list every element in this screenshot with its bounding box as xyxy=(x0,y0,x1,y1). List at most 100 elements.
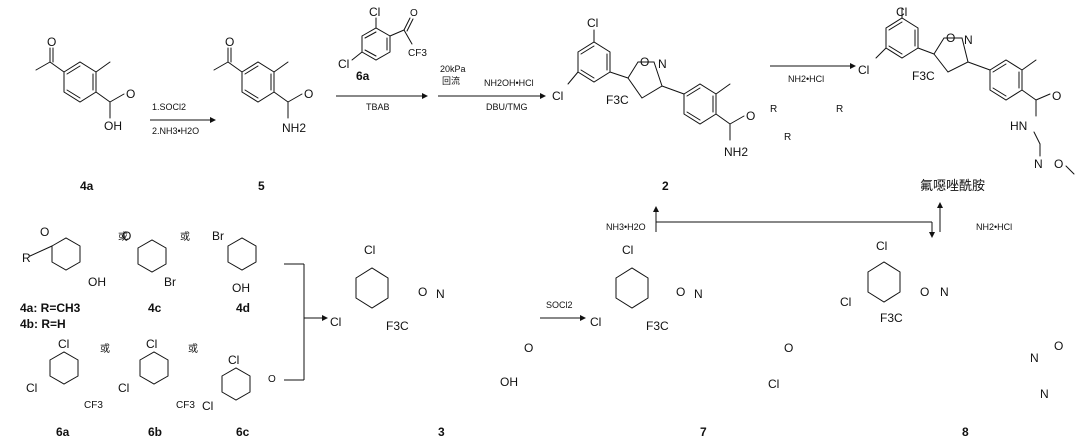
atom-cl: Cl xyxy=(228,353,239,367)
compound-label-8: 8 xyxy=(962,425,969,439)
atom-cl: Cl xyxy=(146,337,157,351)
atom-n: N xyxy=(1040,387,1049,401)
atom-f3c: F3C xyxy=(912,69,935,83)
atom-o: O xyxy=(225,35,234,49)
atom-oh: OH xyxy=(232,281,250,295)
atom-n: N xyxy=(694,287,703,301)
condition-step3-a: 20kPa xyxy=(440,64,466,74)
condition-socl2: SOCl2 xyxy=(546,300,573,310)
atom-o: O xyxy=(40,225,49,239)
atom-o: O xyxy=(268,374,276,385)
atom-o: O xyxy=(920,285,929,299)
atom-cl: Cl xyxy=(58,337,69,351)
atom-cl: Cl xyxy=(622,243,633,257)
atom-cf3: CF3 xyxy=(408,48,427,59)
atom-cl: Cl xyxy=(26,381,37,395)
atom-n: N xyxy=(1030,351,1039,365)
condition-amine-hcl: NH2•HCl xyxy=(976,222,1012,232)
condition-ammonia: NH3•H2O xyxy=(606,222,646,232)
condition-step3-d: DBU/TMG xyxy=(486,102,528,112)
atom-cl: Cl xyxy=(369,5,380,19)
or-label: 或 xyxy=(188,343,198,355)
atom-oh: OH xyxy=(104,119,122,133)
structure-6c: Cl Cl O xyxy=(202,353,276,413)
atom-o: O xyxy=(676,285,685,299)
compound-label-6c: 6c xyxy=(236,425,250,439)
atom-cl: Cl xyxy=(840,295,851,309)
structure-4a: O O OH xyxy=(35,35,135,133)
structure-4d: Br OH xyxy=(212,229,257,295)
atom-r: R xyxy=(836,104,843,115)
condition-step3-c: NH2OH•HCl xyxy=(484,78,534,88)
structure-3: Cl Cl O N F3C OH O xyxy=(330,243,533,389)
arrow-head xyxy=(422,93,428,99)
arrow-head xyxy=(937,202,943,208)
atom-n: N xyxy=(1034,157,1043,171)
structure-6b: Cl Cl CF3 xyxy=(118,337,195,411)
atom-cl: Cl xyxy=(338,57,349,71)
compound-label-4b-def: 4b: R=H xyxy=(20,317,66,331)
atom-cl: Cl xyxy=(768,377,779,391)
compound-label-4d: 4d xyxy=(236,301,250,315)
atom-nh2: NH2 xyxy=(724,145,748,159)
product-name: 氟噁唑酰胺 xyxy=(920,178,985,193)
atom-f3c: F3C xyxy=(386,319,409,333)
atom-o: O xyxy=(1054,157,1063,171)
compound-label-6b: 6b xyxy=(148,425,162,439)
condition-step3-b: 回流 xyxy=(442,75,460,86)
structure-2: Cl Cl O N F3C O NH2 xyxy=(552,16,755,159)
condition-step1-b: 2.NH3•H2O xyxy=(152,126,199,136)
arrow-head xyxy=(929,232,935,238)
atom-n: N xyxy=(964,33,973,47)
structure-6a-reagent: Cl Cl O CF3 xyxy=(338,5,427,71)
compound-label-6a-top: 6a xyxy=(356,69,370,83)
atom-f3c: F3C xyxy=(646,319,669,333)
atom-oh: OH xyxy=(88,275,106,289)
atom-cl: Cl xyxy=(587,16,598,30)
atom-cl: Cl xyxy=(552,89,563,103)
atom-hn: HN xyxy=(1010,119,1027,133)
atom-o: O xyxy=(1054,339,1063,353)
compound-label-4c: 4c xyxy=(148,301,162,315)
structure-8: Cl Cl O N F3C O N N xyxy=(840,239,1063,401)
compound-label-5: 5 xyxy=(258,179,265,193)
or-label: 或 xyxy=(118,231,128,243)
atom-n: N xyxy=(436,287,445,301)
atom-o: O xyxy=(1052,89,1061,103)
atom-o: O xyxy=(122,229,131,243)
atom-o: O xyxy=(304,87,313,101)
atom-f3c: F3C xyxy=(606,93,629,107)
atom-cl: Cl xyxy=(876,239,887,253)
condition-step4-a: NH2•HCl xyxy=(788,74,824,84)
condition-step2: TBAB xyxy=(366,102,390,112)
compound-label-4a: 4a xyxy=(80,179,94,193)
atom-cf3: CF3 xyxy=(84,400,103,411)
atom-oh: OH xyxy=(500,375,518,389)
atom-o: O xyxy=(946,31,955,45)
atom-cl: Cl xyxy=(202,399,213,413)
compound-label-6a: 6a xyxy=(56,425,70,439)
atom-o: O xyxy=(126,87,135,101)
or-label: 或 xyxy=(180,231,190,243)
atom-cl: Cl xyxy=(858,63,869,77)
arrow-head xyxy=(580,315,586,321)
structure-7: Cl Cl O N F3C O Cl xyxy=(590,243,793,391)
structure-5: O O NH2 xyxy=(213,35,313,135)
atom-o: O xyxy=(640,55,649,69)
atom-o: O xyxy=(418,285,427,299)
atom-o: O xyxy=(784,341,793,355)
atom-r: R xyxy=(784,132,791,143)
compound-label-4a-def: 4a: R=CH3 xyxy=(20,301,81,315)
compound-label-7: 7 xyxy=(700,425,707,439)
arrow-head xyxy=(540,93,546,99)
arrow-head xyxy=(850,63,856,69)
atom-cl: Cl xyxy=(896,5,907,19)
structure-4a-4b: R O OH xyxy=(22,225,106,289)
atom-r: R xyxy=(770,104,777,115)
atom-o: O xyxy=(524,341,533,355)
atom-n: N xyxy=(940,285,949,299)
atom-cf3: CF3 xyxy=(176,400,195,411)
atom-cl: Cl xyxy=(330,315,341,329)
structure-fluxametamide: Cl Cl O N F3C O HN N O xyxy=(858,5,1075,175)
